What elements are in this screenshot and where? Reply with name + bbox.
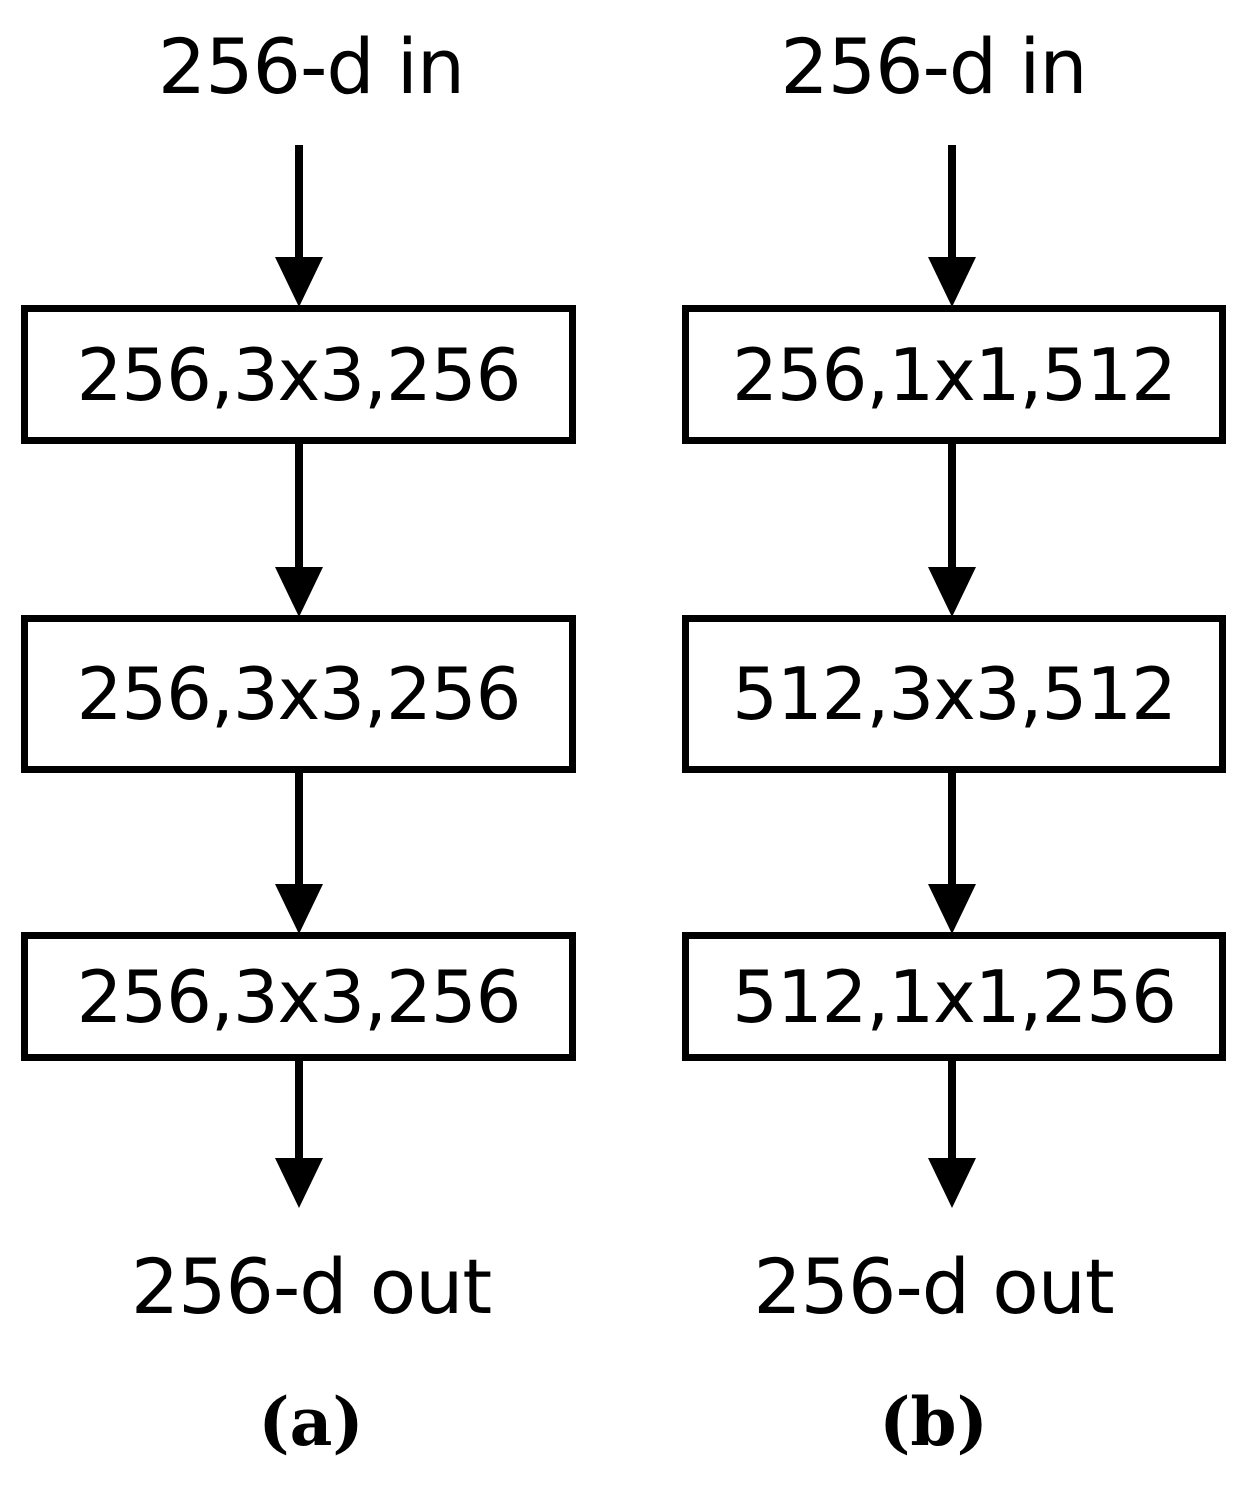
arrow-head-down-icon xyxy=(928,567,976,617)
panel-b-output-label: 256-d out xyxy=(753,1242,1114,1331)
panel-a-arrow-block-2-to-block-3 xyxy=(275,770,323,934)
panel-b: 256-d in 256,1x1,512 512,3x3,512 512,1x1… xyxy=(622,0,1245,1494)
panel-a: 256-d in 256,3x3,256 256,3x3,256 256,3x3… xyxy=(0,0,622,1494)
arrow-head-down-icon xyxy=(275,1158,323,1208)
arrow-shaft xyxy=(948,441,956,567)
arrow-head-down-icon xyxy=(928,1158,976,1208)
arrow-head-down-icon xyxy=(928,884,976,934)
arrow-head-down-icon xyxy=(275,257,323,307)
panel-b-arrow-input-to-block-1 xyxy=(928,145,976,307)
arrow-shaft xyxy=(295,1058,303,1158)
panel-b-conv-block-3: 512,1x1,256 xyxy=(682,932,1226,1061)
panel-a-input-label: 256-d in xyxy=(157,22,465,111)
panel-a-output-label: 256-d out xyxy=(130,1242,492,1331)
arrow-head-down-icon xyxy=(275,884,323,934)
panel-b-arrow-block-1-to-block-2 xyxy=(928,441,976,617)
panel-a-caption: (a) xyxy=(258,1383,364,1461)
panel-b-input-label: 256-d in xyxy=(780,22,1087,111)
panel-a-conv-block-1: 256,3x3,256 xyxy=(21,305,576,444)
panel-a-conv-block-3: 256,3x3,256 xyxy=(21,932,576,1061)
panel-b-arrow-block-3-to-output xyxy=(928,1058,976,1208)
arrow-head-down-icon xyxy=(928,257,976,307)
arrow-shaft xyxy=(295,770,303,884)
panel-b-arrow-block-2-to-block-3 xyxy=(928,770,976,934)
panel-b-conv-block-1: 256,1x1,512 xyxy=(682,305,1226,444)
panel-a-arrow-block-1-to-block-2 xyxy=(275,441,323,617)
panel-a-arrow-block-3-to-output xyxy=(275,1058,323,1208)
arrow-shaft xyxy=(295,145,303,257)
arrow-shaft xyxy=(948,770,956,884)
panel-b-conv-block-2: 512,3x3,512 xyxy=(682,615,1226,773)
arrow-head-down-icon xyxy=(275,567,323,617)
panel-a-arrow-input-to-block-1 xyxy=(275,145,323,307)
arrow-shaft xyxy=(948,1058,956,1158)
arrow-shaft xyxy=(295,441,303,567)
panel-a-conv-block-2: 256,3x3,256 xyxy=(21,615,576,773)
panel-b-caption: (b) xyxy=(879,1383,988,1461)
arrow-shaft xyxy=(948,145,956,257)
